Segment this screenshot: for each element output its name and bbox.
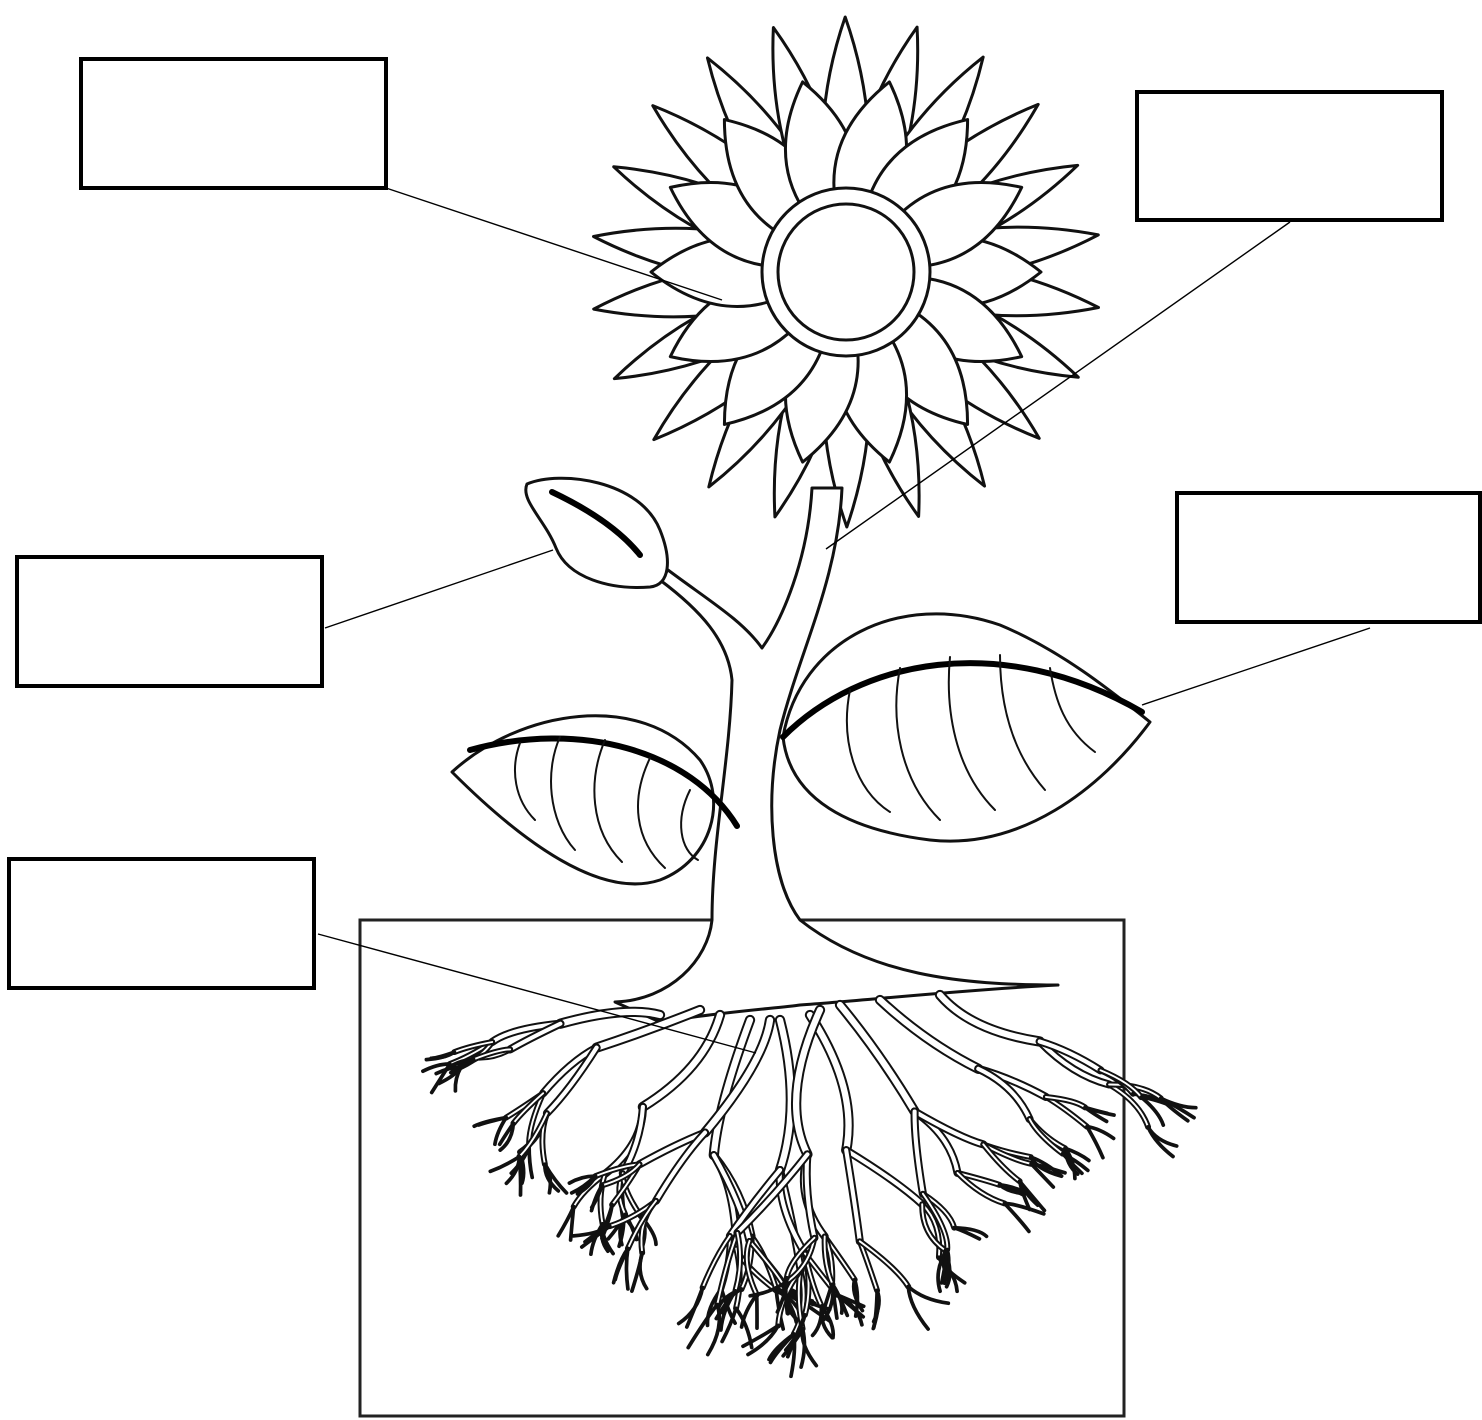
leader-line-leaf	[1142, 628, 1370, 705]
label-box-roots[interactable]	[9, 859, 314, 988]
flower-center	[778, 204, 914, 340]
root-branch-fill	[846, 1150, 860, 1241]
right-leaf	[783, 614, 1150, 841]
root-branch	[426, 1052, 454, 1060]
root-branch	[940, 995, 1040, 1042]
leader-line-bud	[325, 550, 553, 628]
roots	[423, 995, 1196, 1376]
label-box-bud[interactable]	[17, 557, 322, 686]
flower-bud	[526, 478, 668, 587]
root-branch-fill	[737, 1154, 807, 1232]
label-box-leaf[interactable]	[1177, 493, 1480, 622]
label-box-stem[interactable]	[1137, 92, 1442, 220]
root-branch-fill	[810, 1015, 849, 1150]
root-branch	[742, 1295, 757, 1327]
root-branch	[874, 1291, 877, 1328]
left-leaf	[452, 716, 737, 884]
root-branch-fill	[915, 1112, 984, 1145]
root-branch	[519, 1157, 520, 1195]
root-branch	[908, 1287, 948, 1304]
label-box-petals[interactable]	[81, 59, 386, 188]
root-branch	[640, 1253, 647, 1289]
root-branch	[1030, 1119, 1063, 1154]
